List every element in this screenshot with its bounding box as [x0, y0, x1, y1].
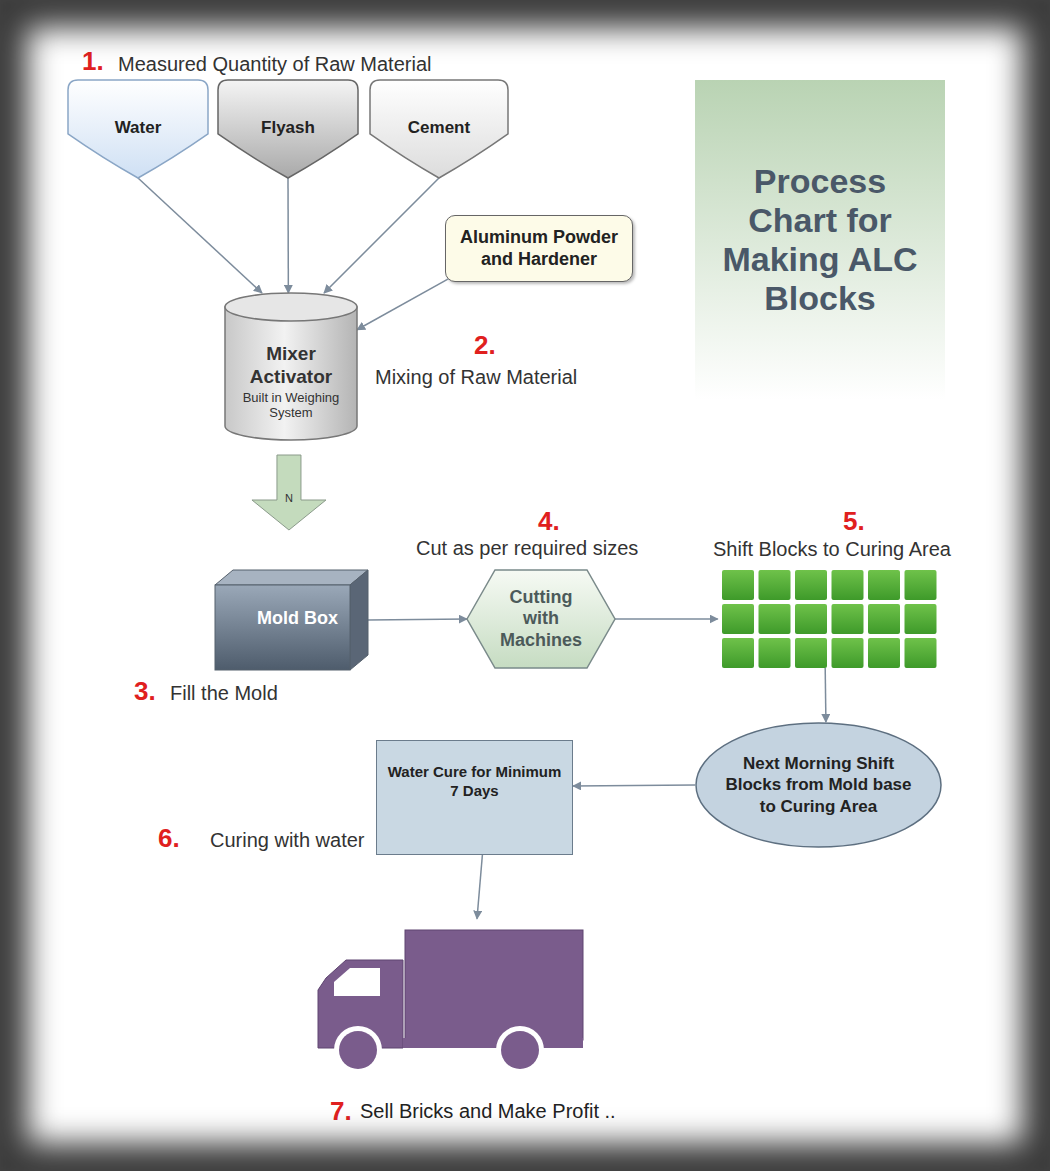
node-text: Cutting with Machines — [495, 587, 587, 652]
truck-wheel — [339, 1031, 377, 1069]
step-label: Measured Quantity of Raw Material — [118, 53, 431, 76]
node-subtext: Built in Weighing System — [236, 391, 346, 421]
block-square — [759, 570, 791, 600]
process-hexagon: Cutting with Machines — [467, 570, 615, 668]
node-text: Flyash — [261, 118, 315, 178]
box-front — [215, 585, 350, 670]
step-number: 6. — [158, 823, 180, 854]
connector-arrow — [824, 668, 826, 722]
connector-arrow — [287, 178, 289, 293]
node-text: Water Cure for Minimum 7 Days — [387, 763, 562, 854]
cylinder-body — [225, 307, 357, 440]
connector-arrow — [477, 855, 482, 919]
cylinder-top — [225, 293, 357, 321]
process-ellipse: Next Morning Shift Blocks from Mold base… — [695, 722, 942, 848]
block-square — [759, 638, 791, 668]
step-label: Fill the Mold — [170, 682, 278, 705]
hopper: Water — [68, 80, 208, 178]
step-number: 4. — [538, 506, 560, 537]
connector-arrow — [615, 618, 718, 620]
truck-wheel-ring — [496, 1026, 544, 1074]
truck-cargo — [405, 930, 583, 1040]
block-square — [905, 604, 937, 634]
node-text: Mold Box — [257, 608, 338, 629]
node-text: Sell Bricks and Make Profit .. — [360, 1100, 616, 1123]
truck-shape — [318, 930, 583, 1070]
box-top — [215, 570, 368, 585]
step-number: 2. — [474, 330, 496, 361]
process-box: Water Cure for Minimum 7 Days — [376, 740, 573, 855]
hexagon-outline — [467, 570, 615, 668]
node-text: Shift Blocks to Curing Area — [713, 538, 951, 561]
block-square — [722, 570, 754, 600]
block-square — [795, 638, 827, 668]
step-number: 1. — [82, 46, 104, 77]
node-text: Water — [115, 118, 162, 178]
mixer-cylinder: Mixer ActivatorBuilt in Weighing System — [225, 293, 357, 440]
diagram-title: Process Chart for Making ALC Blocks — [720, 162, 920, 318]
truck: Sell Bricks and Make Profit .. — [318, 930, 583, 1070]
node-text: Aluminum Powder and Hardener — [451, 227, 627, 270]
block-square — [795, 604, 827, 634]
node-text: Cement — [408, 118, 470, 178]
ellipse-outline — [696, 723, 941, 847]
hopper-outline — [218, 80, 358, 178]
block-square — [868, 638, 900, 668]
block-square — [759, 604, 791, 634]
mold-box: Mold Box — [215, 570, 368, 670]
block-grid-shape — [722, 570, 937, 668]
truck-wheel — [501, 1031, 539, 1069]
truck-wheel-ring — [334, 1026, 382, 1074]
block-square — [905, 570, 937, 600]
node-text: Next Morning Shift Blocks from Mold base… — [721, 753, 917, 817]
step-label: Cut as per required sizes — [416, 537, 638, 560]
step-label: Mixing of Raw Material — [375, 366, 577, 389]
step-number: 7. — [330, 1096, 352, 1127]
block-square — [905, 638, 937, 668]
connector-arrow — [573, 785, 695, 786]
hopper-outline — [370, 80, 508, 178]
hopper: Flyash — [218, 80, 358, 178]
step-label: Curing with water — [210, 829, 365, 852]
block-square — [832, 570, 864, 600]
truck-chassis — [403, 1038, 583, 1048]
connector-arrow — [368, 619, 467, 620]
block-square — [722, 604, 754, 634]
box-side — [350, 570, 368, 670]
connector-arrow — [357, 279, 449, 330]
connector-arrow — [324, 178, 439, 293]
block-square — [832, 604, 864, 634]
block-square — [795, 570, 827, 600]
step-number: 5. — [843, 506, 865, 537]
hopper: Cement — [370, 80, 508, 178]
block-arrow — [252, 455, 326, 530]
hopper-outline — [68, 80, 208, 178]
block-grid: Shift Blocks to Curing Area — [722, 570, 937, 668]
node-text: Mixer Activator — [231, 343, 351, 389]
edge-label: N — [285, 492, 293, 504]
block-square — [868, 570, 900, 600]
block-square — [868, 604, 900, 634]
connector-arrow — [138, 178, 262, 293]
block-square — [722, 638, 754, 668]
truck-window — [334, 968, 380, 996]
block-square — [832, 638, 864, 668]
title-panel: Process Chart for Making ALC Blocks — [695, 80, 945, 400]
material-box: Aluminum Powder and Hardener — [445, 215, 633, 282]
step-number: 3. — [134, 676, 156, 707]
